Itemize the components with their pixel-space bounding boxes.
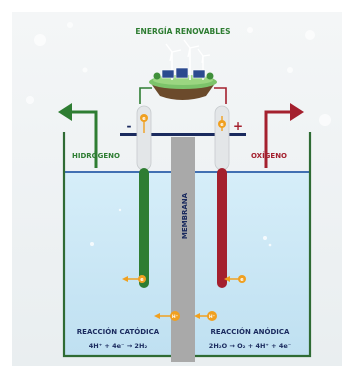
positive-power-wire [214,87,227,104]
svg-text:H⁺: H⁺ [172,314,179,320]
hydrogen-arrow [58,103,98,168]
anode-electron-arrow: e [224,275,246,283]
membrane-label: MEMBRANA [181,192,189,239]
cathode-reaction-equation: 4H⁺ + 4e⁻ → 2H₂ [89,342,148,350]
svg-text:e: e [220,122,224,128]
oxygen-arrow [264,103,304,168]
cathode-electrode [136,105,152,288]
water-bubbles [90,208,272,247]
cathode-electron-arrow: e [122,275,146,283]
anode-reaction-title: REACCIÓN ANÓDICA [211,327,290,336]
oxygen-label: OXÍGENO [251,151,287,160]
proton-arrow-right: H⁺ [194,311,217,321]
anode-reaction-equation: 2H₂O → O₂ + 4H⁺ + 4e⁻ [209,342,291,350]
anode-electrode [214,105,230,288]
renewable-island-icon [149,39,217,100]
proton-arrow-left: H⁺ [154,311,180,321]
negative-power-wire [139,87,152,104]
cathode-reaction-title: REACCIÓN CATÓDICA [77,327,160,336]
background-bubbles [26,22,331,126]
svg-text:e: e [240,277,244,283]
cathode-electron-marker: e [140,114,148,133]
energy-title: ENERGÍA RENOVABLES [135,27,230,36]
svg-text:e: e [142,116,146,122]
svg-text:e: e [140,277,144,283]
hydrogen-label: HIDRÓGENO [72,151,120,160]
electrode-connector-bar [120,133,246,136]
membrane [171,137,195,362]
positive-sign: + [233,119,243,133]
negative-sign: - [127,119,132,133]
anode-electron-marker: e [218,116,226,131]
svg-text:H⁺: H⁺ [209,314,216,320]
